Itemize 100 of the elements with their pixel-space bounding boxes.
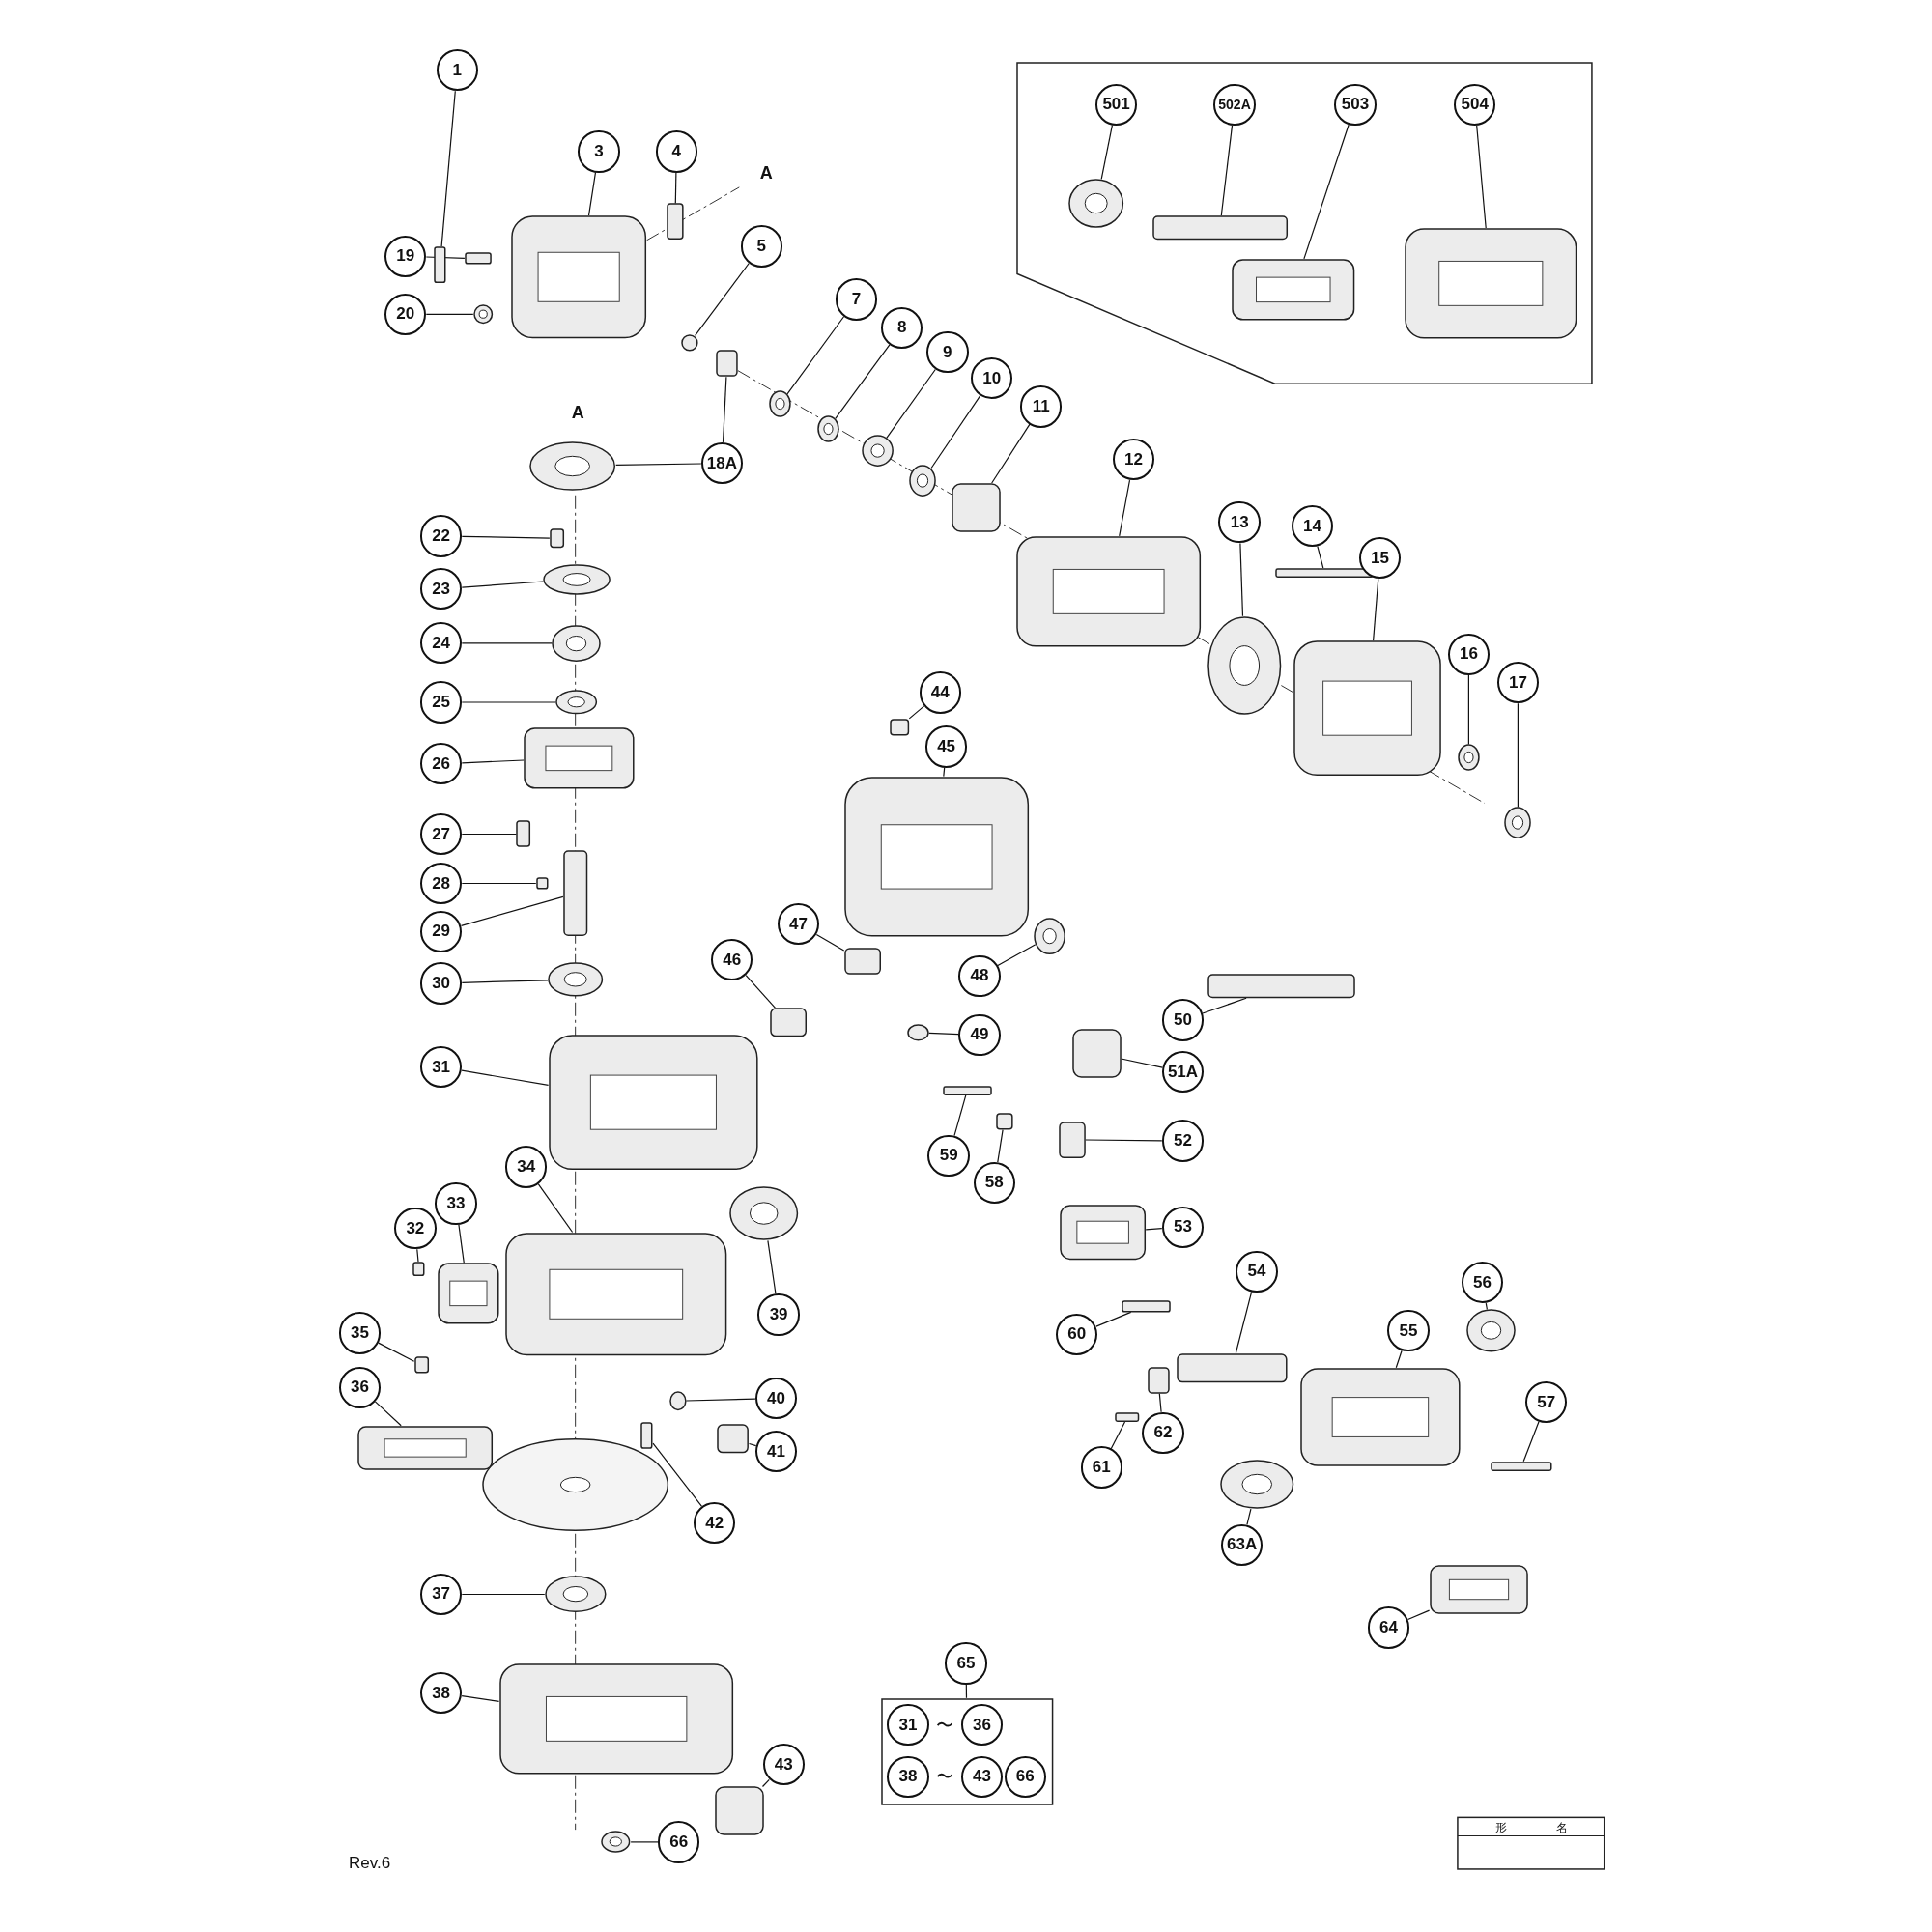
leader-line: [1517, 702, 1519, 809]
callout-number: 20: [384, 293, 427, 335]
callout-number: 11: [1020, 385, 1063, 428]
callout-number: 43: [960, 1755, 1004, 1798]
callout-number: 57: [1525, 1380, 1568, 1424]
callout-number: 503: [1334, 83, 1377, 127]
callout-number: 31: [887, 1704, 929, 1747]
leader-line: [997, 944, 1037, 967]
leader-line: [953, 1094, 967, 1137]
leader-line: [1220, 125, 1234, 216]
callout-number: 38: [419, 1671, 463, 1715]
screw-drawing: [413, 1356, 429, 1375]
ring-drawing: [555, 690, 598, 715]
leader-line: [1202, 997, 1247, 1014]
pin-drawing: [667, 203, 684, 241]
bearing-drawing: [552, 624, 602, 662]
callout-number: 3: [578, 130, 620, 173]
section-mark: A: [759, 162, 773, 184]
leader-line: [1085, 1139, 1163, 1142]
leader-line: [908, 705, 925, 720]
leader-line: [1095, 1311, 1132, 1327]
callout-number: 32: [394, 1208, 437, 1250]
callout-number: 31: [419, 1045, 463, 1089]
callout-number: 25: [419, 681, 463, 724]
leader-line: [761, 1778, 770, 1788]
brush-holder-drawing: [843, 947, 881, 975]
bevel-gear-drawing: [529, 440, 616, 491]
callout-number: 26: [419, 743, 463, 785]
callout-number: 37: [419, 1573, 463, 1616]
plate-drawing: [951, 483, 1001, 532]
callout-number: 66: [1004, 1755, 1046, 1798]
leader-line: [1246, 1508, 1252, 1525]
callout-number: 38: [887, 1755, 929, 1798]
carbon-brush-drawing: [770, 1008, 808, 1037]
leader-line: [461, 833, 517, 836]
callout-number: 19: [384, 235, 427, 277]
bearing-drawing: [1504, 807, 1532, 839]
wrench-drawing: [1151, 215, 1288, 241]
leader-line: [745, 975, 777, 1009]
callout-number: 9: [926, 331, 969, 374]
leader-line: [1235, 1291, 1253, 1354]
leader-line: [1485, 1302, 1488, 1311]
leader-line: [461, 1593, 546, 1596]
screw-drawing: [464, 252, 492, 266]
leader-line: [815, 933, 845, 952]
leader-line: [1303, 124, 1350, 260]
callout-number: 43: [762, 1743, 805, 1786]
washer-drawing: [816, 414, 839, 442]
callout-number: 30: [419, 962, 463, 1005]
leader-line: [461, 1069, 550, 1086]
washer-drawing: [768, 390, 791, 418]
leader-line: [461, 759, 525, 764]
section-mark: A: [571, 402, 584, 423]
callout-number: 10: [971, 356, 1013, 400]
switch-lever-drawing: [1208, 973, 1356, 999]
leader-line: [695, 262, 750, 336]
leader-line: [930, 395, 981, 469]
ring-drawing: [909, 464, 937, 497]
nut-drawing: [681, 333, 699, 352]
callout-number: 23: [419, 568, 463, 611]
flange-drawing: [544, 1576, 607, 1613]
key-drawing: [535, 877, 549, 890]
brush-cap-drawing: [889, 718, 910, 736]
callout-number: 501: [1094, 83, 1138, 127]
leader-line: [1476, 125, 1487, 229]
cover-drawing: [1219, 1460, 1294, 1510]
bearing-drawing: [861, 435, 894, 468]
callout-number: 34: [504, 1146, 548, 1188]
cord-armor-drawing: [1177, 1352, 1288, 1383]
callout-number: 63A: [1221, 1523, 1264, 1567]
side-handle-drawing: [1232, 258, 1356, 321]
screw-drawing: [1115, 1411, 1140, 1422]
guide-plate-drawing: [356, 1425, 494, 1470]
callout-number: 56: [1461, 1262, 1504, 1304]
callout-number: 36: [338, 1366, 382, 1408]
callout-number: 49: [958, 1013, 1001, 1057]
callout-number: 1: [436, 49, 478, 92]
screw-drawing: [516, 820, 531, 848]
callout-number: 46: [710, 938, 753, 981]
spindle-drawing: [562, 850, 588, 937]
leader-line: [537, 1183, 574, 1234]
screw-drawing: [1491, 1461, 1553, 1471]
gear-housing-drawing: [511, 215, 647, 339]
callout-number: 51A: [1161, 1051, 1205, 1094]
leader-line: [1467, 674, 1469, 745]
clamp-band-drawing: [437, 1263, 499, 1325]
table-header: 形: [1494, 1819, 1507, 1836]
callout-number: 7: [835, 278, 878, 321]
leader-line: [786, 315, 845, 395]
leader-line: [461, 701, 556, 703]
armature-drawing: [1016, 535, 1202, 647]
motor-housing-drawing: [843, 776, 1030, 937]
washer-drawing: [547, 962, 604, 997]
leader-line: [630, 1841, 659, 1843]
leader-line: [458, 1224, 465, 1264]
callout-number: 41: [754, 1430, 798, 1473]
callout-number: 13: [1218, 501, 1261, 544]
stator-drawing: [1293, 640, 1442, 777]
callout-number: 59: [927, 1134, 970, 1178]
range-sign: 〜: [936, 1766, 954, 1789]
